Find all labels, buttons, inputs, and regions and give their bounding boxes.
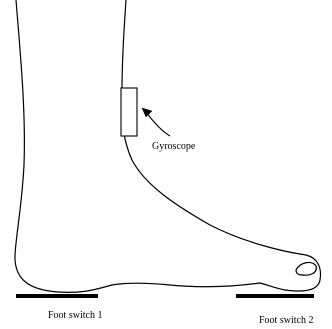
foot-switch-1-label: Foot switch 1: [48, 310, 102, 321]
foot-switch-2-pad: [236, 294, 314, 298]
foot-switch-1-pad: [16, 294, 98, 298]
gyroscope-arrowhead: [142, 108, 152, 117]
gyroscope-arrow: [146, 112, 170, 136]
gyroscope-sensor: [121, 88, 137, 136]
leg-back-line: [15, 0, 260, 292]
foot-switch-2-label: Foot switch 2: [259, 315, 313, 326]
gyroscope-label: Gyroscope: [152, 141, 196, 152]
toenail: [296, 263, 316, 276]
